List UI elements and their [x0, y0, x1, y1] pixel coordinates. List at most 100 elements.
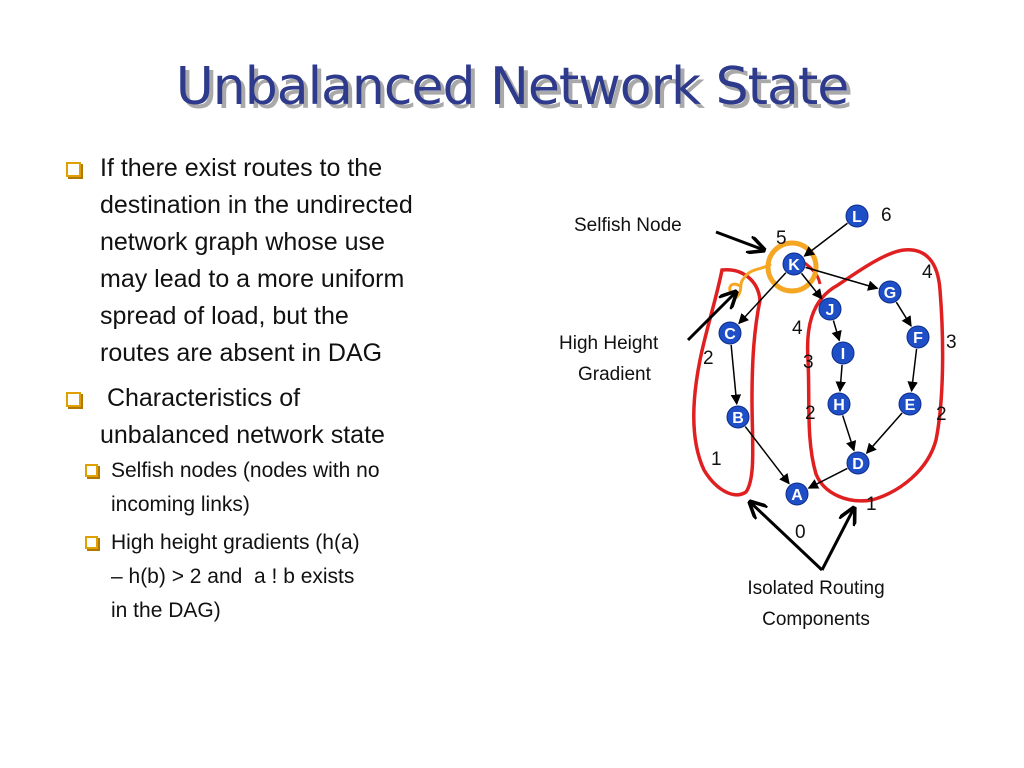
height-label-d: 1: [866, 494, 877, 515]
node-label: G: [884, 285, 896, 302]
height-label-f: 3: [946, 332, 957, 353]
node-label: L: [852, 209, 862, 226]
selfish-node-arrow: [715, 230, 764, 250]
bullet-line: destination in the undirected: [100, 191, 413, 219]
sub-bullet-line: Selfish nodes (nodes with no: [111, 459, 380, 482]
sub-bullet-box-icon: [85, 536, 98, 549]
isolated-component-left-outline: [691, 268, 762, 497]
node-g: G: [878, 280, 902, 304]
height-label-e: 2: [936, 404, 947, 425]
node-label: F: [913, 330, 923, 347]
node-circle: [785, 482, 809, 506]
edge-i-h: [835, 364, 846, 393]
dag-nodes: L K G J F C I H E B D A: [718, 204, 930, 506]
dag-edges: [730, 222, 918, 489]
height-label-j: 4: [792, 318, 803, 339]
sub-bullet-line: in the DAG): [111, 599, 221, 622]
node-j: J: [818, 297, 842, 321]
edge-g-f: [895, 301, 912, 327]
sub-bullet-line: – h(b) > 2 and a ! b exists: [111, 565, 355, 588]
edge-e-d: [865, 412, 903, 455]
node-circle: [846, 451, 870, 475]
height-label-c: 2: [703, 348, 714, 369]
edge-c-b: [730, 344, 742, 406]
node-circle: [831, 341, 855, 365]
node-i: I: [831, 341, 855, 365]
isolated-arrow-right: [820, 508, 854, 571]
isolated-label-line2: Components: [762, 609, 870, 630]
isolated-label-line1: Isolated Routing: [747, 578, 884, 599]
high-height-label-line2: Gradient: [578, 364, 652, 385]
node-label: J: [826, 302, 835, 319]
edge-k-c: [738, 272, 787, 325]
node-e: E: [898, 392, 922, 416]
node-label: K: [788, 257, 800, 274]
bullet-line: unbalanced network state: [100, 421, 385, 449]
node-h: H: [827, 392, 851, 416]
node-label: A: [791, 487, 803, 504]
bullet-line: spread of load, but the: [100, 302, 349, 330]
sub-bullet-box-icon: [85, 464, 98, 477]
bullet-box-icon: [66, 392, 81, 407]
height-label-h: 2: [805, 403, 816, 424]
high-height-gradient-arrow: [686, 292, 736, 342]
node-label: I: [841, 346, 845, 363]
node-circle: [718, 321, 742, 345]
sub-bullet-selfish-nodes: Selfish nodes (nodes with no incoming li…: [85, 454, 520, 522]
bullet-item-1: If there exist routes to the destination…: [60, 150, 520, 372]
node-circle: [845, 204, 869, 228]
node-circle: [818, 297, 842, 321]
height-label-l: 6: [881, 205, 892, 226]
selfish-node-label: Selfish Node: [574, 215, 682, 236]
edge-k-j: [800, 272, 823, 300]
bullet-line: If there exist routes to the: [100, 154, 383, 182]
height-label-g: 4: [922, 262, 933, 283]
height-label-b: 1: [711, 449, 722, 470]
edge-f-e: [907, 348, 918, 393]
bullet-item-2: Characteristics of unbalanced network st…: [60, 380, 520, 454]
node-circle: [906, 325, 930, 349]
node-label: H: [833, 397, 845, 414]
node-circle: [726, 405, 750, 429]
height-label-i: 3: [803, 352, 814, 373]
edge-h-d: [841, 415, 857, 452]
node-f: F: [906, 325, 930, 349]
slide-title: Unbalanced Network State Unbalanced Netw…: [0, 52, 1024, 132]
edge-l-k: [803, 222, 848, 257]
node-label: C: [724, 326, 736, 343]
bullet-line: Characteristics of: [100, 384, 301, 412]
bullet-box-icon: [66, 162, 81, 177]
bullet-line: routes are absent in DAG: [100, 339, 383, 367]
high-height-label-line1: High Height: [559, 333, 659, 354]
height-label-a: 0: [795, 522, 806, 543]
node-k: K: [782, 252, 806, 276]
sub-bullet-height-gradients: High height gradients (h(a) – h(b) > 2 a…: [85, 526, 520, 628]
bullet-list: If there exist routes to the destination…: [60, 150, 520, 628]
edge-b-a: [744, 426, 790, 485]
node-label: B: [732, 410, 744, 427]
node-circle: [782, 252, 806, 276]
node-label: E: [905, 397, 916, 414]
sub-bullet-line: High height gradients (h(a): [111, 531, 360, 554]
height-label-k: 5: [776, 228, 787, 249]
node-c: C: [718, 321, 742, 345]
slide-title-text: Unbalanced Network State: [175, 57, 850, 117]
isolated-component-right-outline: [805, 248, 945, 503]
node-l: L: [845, 204, 869, 228]
node-circle: [898, 392, 922, 416]
edge-k-g: [805, 266, 879, 291]
node-a: A: [785, 482, 809, 506]
bullet-line: network graph whose use: [100, 228, 385, 256]
edge-j-i: [831, 320, 842, 342]
node-b: B: [726, 405, 750, 429]
bullet-line: may lead to a more uniform: [100, 265, 405, 293]
slide-title-shadow: Unbalanced Network State: [179, 61, 854, 121]
edge-d-a: [807, 467, 848, 489]
node-circle: [827, 392, 851, 416]
sub-bullet-line: incoming links): [111, 493, 250, 516]
node-circle: [878, 280, 902, 304]
node-label: D: [852, 456, 864, 473]
isolated-arrow-left: [750, 502, 824, 572]
